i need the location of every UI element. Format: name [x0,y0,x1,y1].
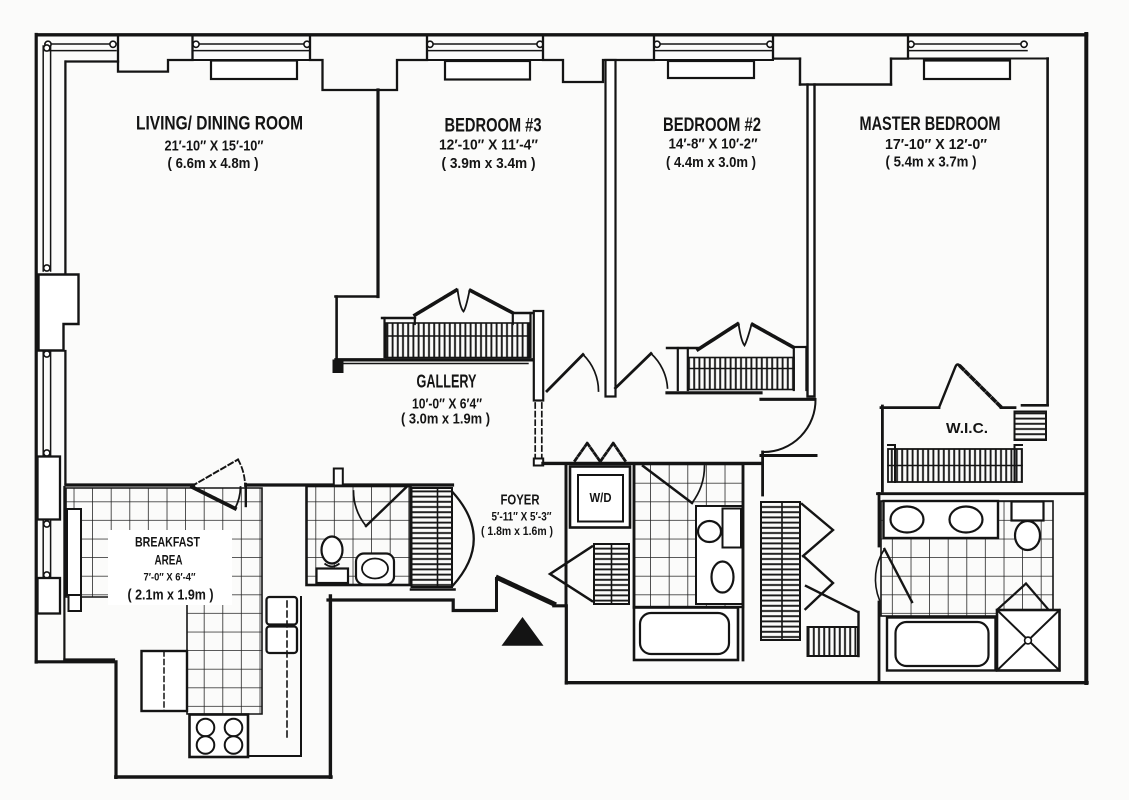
svg-text:5′-11″ X 5′-3″: 5′-11″ X 5′-3″ [492,510,552,524]
svg-text:21′-10″ X 15′-10″: 21′-10″ X 15′-10″ [165,139,264,155]
svg-text:( 2.1m x 1.9m ): ( 2.1m x 1.9m ) [128,588,214,604]
svg-text:GALLERY: GALLERY [417,371,477,392]
svg-text:W/D: W/D [590,490,612,505]
svg-text:BREAKFAST: BREAKFAST [135,535,200,550]
svg-text:BEDROOM #2: BEDROOM #2 [663,115,761,136]
svg-text:( 1.8m x 1.6m ): ( 1.8m x 1.6m ) [481,524,553,538]
svg-text:( 3.0m x 1.9m ): ( 3.0m x 1.9m ) [401,411,490,428]
svg-text:( 5.4m x 3.7m ): ( 5.4m x 3.7m ) [886,154,977,171]
svg-text:MASTER BEDROOM: MASTER BEDROOM [860,114,1001,135]
svg-text:BEDROOM #3: BEDROOM #3 [445,116,542,137]
svg-text:10′-0″ X 6′4″: 10′-0″ X 6′4″ [412,397,482,413]
svg-text:7′-0″ X 6′-4″: 7′-0″ X 6′-4″ [144,572,196,584]
svg-text:( 4.4m x 3.0m ): ( 4.4m x 3.0m ) [666,154,756,171]
svg-text:AREA: AREA [155,553,183,568]
svg-text:W.I.C.: W.I.C. [946,420,988,437]
svg-text:( 6.6m x 4.8m ): ( 6.6m x 4.8m ) [168,155,259,172]
svg-text:12′-10″ X 11′-4″: 12′-10″ X 11′-4″ [439,138,538,154]
svg-text:17′-10″ X 12′-0″: 17′-10″ X 12′-0″ [885,137,987,153]
svg-text:FOYER: FOYER [501,493,540,509]
svg-text:LIVING/ DINING ROOM: LIVING/ DINING ROOM [136,114,303,135]
svg-text:14′-8″ X 10′-2″: 14′-8″ X 10′-2″ [669,137,758,153]
svg-text:( 3.9m x 3.4m ): ( 3.9m x 3.4m ) [442,155,536,172]
